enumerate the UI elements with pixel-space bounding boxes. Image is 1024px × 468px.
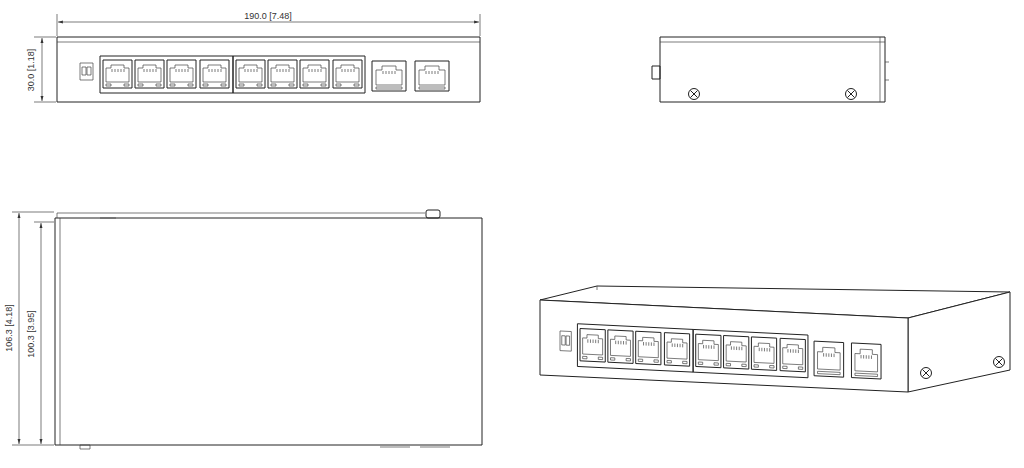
dimension-label: 106.3 [4.18] (5, 303, 14, 353)
dimension-label: 190.0 [7.48] (243, 12, 293, 21)
dimension-label: 100.3 [3.95] (27, 309, 36, 359)
dimension-label: 30.0 [1.18] (27, 48, 36, 93)
